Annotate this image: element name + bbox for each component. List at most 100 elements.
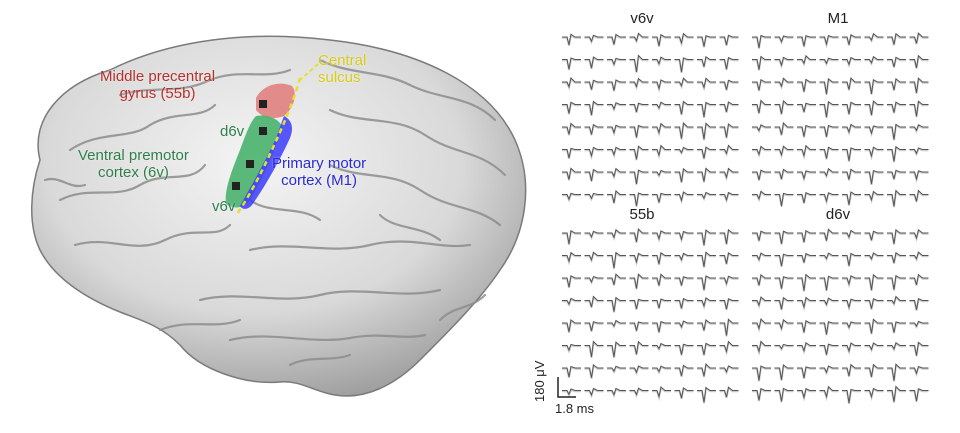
waveform-trace bbox=[752, 296, 771, 307]
waveform-trace bbox=[909, 189, 929, 202]
waveform-trace bbox=[864, 170, 884, 185]
waveform-spread bbox=[652, 385, 671, 402]
waveform-trace bbox=[797, 191, 816, 203]
waveform-spread bbox=[629, 340, 649, 356]
waveform-spread bbox=[629, 298, 649, 310]
waveform-spread bbox=[797, 102, 816, 113]
waveform-trace bbox=[562, 365, 581, 378]
waveform-trace bbox=[797, 273, 816, 291]
array-55b-marker bbox=[259, 100, 267, 108]
waveform-trace bbox=[652, 144, 671, 158]
waveform-trace bbox=[887, 229, 906, 244]
waveform-trace bbox=[629, 365, 649, 374]
waveform-trace bbox=[607, 296, 626, 312]
waveform-trace bbox=[864, 342, 884, 351]
waveform-trace bbox=[629, 102, 649, 113]
waveform-trace bbox=[674, 191, 694, 203]
waveform-spread bbox=[697, 297, 716, 311]
scale-time-label: 1.8 ms bbox=[555, 401, 595, 416]
panel-title-d6v: d6v bbox=[825, 206, 851, 223]
waveform-trace bbox=[774, 364, 794, 380]
waveform-grid-55b bbox=[562, 227, 739, 404]
waveform-trace bbox=[774, 56, 794, 67]
waveform-spread bbox=[652, 101, 671, 112]
waveform-trace bbox=[652, 386, 671, 399]
label-cs-line2: sulcus bbox=[318, 69, 361, 86]
waveform-trace bbox=[674, 146, 694, 154]
waveform-trace bbox=[797, 341, 816, 353]
waveform-trace bbox=[864, 363, 884, 377]
waveform-trace bbox=[607, 319, 626, 328]
waveform-trace bbox=[584, 340, 604, 358]
waveform-spread bbox=[607, 167, 626, 180]
waveform-spread bbox=[697, 362, 716, 378]
waveform-trace bbox=[652, 79, 671, 91]
waveform-spread bbox=[887, 123, 906, 141]
waveform-trace bbox=[752, 340, 771, 354]
waveform-spread bbox=[819, 321, 839, 336]
waveform-spread bbox=[719, 340, 739, 357]
waveform-trace bbox=[562, 343, 581, 352]
waveform-spread bbox=[842, 321, 861, 331]
waveform-spread bbox=[842, 252, 861, 267]
waveform-trace bbox=[652, 56, 671, 66]
waveform-spread bbox=[719, 298, 739, 311]
waveform-spread bbox=[864, 190, 884, 204]
waveform-spread bbox=[774, 253, 794, 268]
waveform-trace bbox=[752, 34, 771, 48]
waveform-spread bbox=[752, 273, 771, 287]
waveform-trace bbox=[864, 387, 884, 399]
brain-folds bbox=[43, 58, 507, 367]
waveform-trace bbox=[752, 169, 771, 180]
waveform-spread bbox=[629, 32, 649, 45]
waveform-spread bbox=[909, 189, 929, 203]
waveform-trace bbox=[674, 100, 694, 115]
waveform-spread bbox=[629, 102, 649, 114]
waveform-spread bbox=[697, 319, 716, 332]
waveform-trace bbox=[652, 33, 671, 47]
waveform-trace bbox=[752, 145, 771, 156]
waveform-trace bbox=[629, 54, 649, 72]
waveform-spread bbox=[842, 363, 861, 378]
waveform-trace bbox=[697, 77, 716, 90]
waveform-trace bbox=[607, 387, 626, 396]
waveform-trace bbox=[697, 297, 716, 308]
waveform-trace bbox=[909, 100, 929, 117]
waveform-spread bbox=[774, 192, 794, 207]
waveform-trace bbox=[752, 230, 771, 241]
label-55b-line2: gyrus (55b) bbox=[119, 85, 196, 102]
waveform-trace bbox=[819, 275, 839, 291]
waveform-trace bbox=[719, 79, 739, 90]
waveform-trace bbox=[774, 318, 794, 331]
waveform-spread bbox=[819, 385, 839, 402]
waveform-trace bbox=[842, 252, 861, 266]
waveform-trace bbox=[752, 274, 771, 286]
waveform-trace bbox=[584, 230, 604, 239]
waveform-spread bbox=[562, 229, 581, 246]
label-v6v-text: v6v bbox=[212, 198, 236, 215]
waveform-trace bbox=[887, 101, 906, 113]
waveform-trace bbox=[774, 253, 794, 267]
waveform-trace bbox=[797, 35, 816, 47]
waveform-spread bbox=[629, 192, 649, 207]
waveform-spread bbox=[864, 78, 884, 95]
waveform-trace bbox=[584, 275, 604, 284]
waveform-trace bbox=[887, 321, 906, 333]
waveform-trace bbox=[719, 275, 739, 286]
waveform-trace bbox=[774, 192, 794, 207]
waveform-trace bbox=[629, 340, 649, 355]
waveform-spread bbox=[752, 35, 771, 49]
waveform-trace bbox=[607, 190, 626, 203]
waveform-spread bbox=[819, 35, 839, 49]
waveform-trace bbox=[697, 275, 716, 290]
waveform-spread bbox=[674, 276, 694, 287]
waveform-spread bbox=[629, 169, 649, 185]
waveform-trace bbox=[674, 343, 694, 355]
panel-title-55b: 55b bbox=[629, 206, 655, 223]
waveform-spread bbox=[719, 167, 739, 182]
waveform-trace bbox=[697, 386, 716, 403]
waveform-trace bbox=[674, 276, 694, 286]
waveform-trace bbox=[697, 122, 716, 140]
label-vp-line2: cortex (6v) bbox=[98, 164, 169, 181]
